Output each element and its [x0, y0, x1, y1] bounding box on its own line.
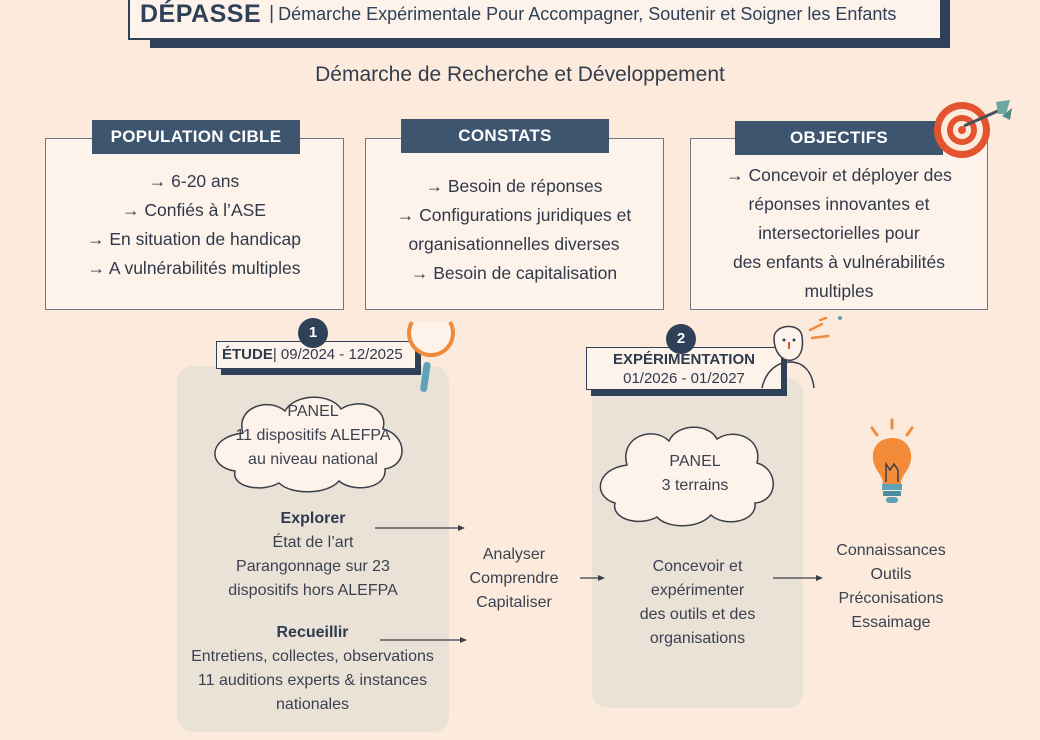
population-item: → Confiés à l’ASE — [122, 200, 266, 220]
phase1-number: 1 — [298, 318, 328, 348]
output-line: Outils — [870, 566, 912, 583]
output-line: Préconisations — [838, 590, 944, 607]
phase1-dates: 09/2024 - 12/2025 — [280, 346, 403, 363]
phase2-line: des outils et des — [639, 606, 756, 623]
output-line: Essaimage — [851, 614, 931, 631]
objectifs-title: OBJECTIFS — [735, 121, 943, 155]
constats-item: → Besoin de réponses — [425, 176, 603, 196]
objectifs-list: → Concevoir et déployer des réponses inn… — [691, 161, 987, 306]
constats-list: → Besoin de réponses → Configurations ju… — [366, 172, 662, 288]
recueillir-line: Entretiens, collectes, observations — [191, 648, 434, 665]
objectifs-item: → Concevoir et déployer des — [726, 165, 952, 185]
cloud-icon — [214, 396, 403, 493]
header-separator: | — [269, 3, 275, 24]
middle-block: Analyser Comprendre Capitaliser — [454, 543, 574, 615]
population-list: → 6-20 ans → Confiés à l’ASE → En situat… — [46, 167, 342, 283]
population-item: → En situation de handicap — [86, 229, 302, 249]
middle-line: Capitaliser — [476, 594, 552, 611]
phase2-line: expérimenter — [650, 582, 745, 599]
magnifier-icon — [407, 320, 455, 392]
panel-line: PANEL — [287, 403, 339, 420]
constats-box: → Besoin de réponses → Configurations ju… — [365, 138, 664, 310]
phase2-panel-text: PANEL 3 terrains — [605, 450, 785, 498]
objectifs-item: multiples — [804, 281, 874, 301]
objectifs-item: réponses innovantes et — [748, 194, 930, 214]
population-box: → 6-20 ans → Confiés à l’ASE → En situat… — [45, 138, 344, 310]
recueillir-block: Recueillir Entretiens, collectes, observ… — [170, 621, 455, 717]
constats-item: → Besoin de capitalisation — [410, 263, 618, 283]
phase1-panel-text: PANEL 11 dispositifs ALEFPA au niveau na… — [203, 400, 423, 472]
phase1-separator: | — [272, 346, 277, 363]
population-item: → 6-20 ans — [148, 171, 240, 191]
phase1-label: ÉTUDE — [222, 346, 273, 363]
population-title: POPULATION CIBLE — [92, 120, 300, 154]
outputs-block: Connaissances Outils Préconisations Essa… — [826, 539, 956, 635]
population-item: → A vulnérabilités multiples — [87, 258, 301, 278]
constats-title: CONSTATS — [401, 119, 609, 153]
objectifs-item: intersectorielles pour — [758, 223, 920, 243]
panel-line: 11 dispositifs ALEFPA — [235, 427, 391, 444]
phase2-line: organisations — [649, 630, 746, 647]
main-title: Démarche de Recherche et Développement — [315, 63, 725, 86]
middle-line: Comprendre — [469, 570, 559, 587]
recueillir-heading: Recueillir — [276, 624, 349, 641]
explorer-heading: Explorer — [280, 510, 346, 527]
constats-item: organisationnelles diverses — [408, 234, 620, 254]
phase2-line: Concevoir et — [652, 558, 743, 575]
person-thinking-icon — [761, 316, 842, 389]
objectifs-item: des enfants à vulnérabilités — [732, 252, 946, 272]
constats-item: → Configurations juridiques et — [396, 205, 632, 225]
phase2-block: Concevoir et expérimenter des outils et … — [600, 555, 795, 651]
lightbulb-icon — [870, 418, 914, 503]
explorer-line: État de l’art — [272, 534, 354, 551]
output-line: Connaissances — [836, 542, 946, 559]
cloud-icon — [599, 426, 774, 527]
header-banner: DÉPASSE | Démarche Expérimentale Pour Ac… — [128, 0, 942, 40]
panel-line: au niveau national — [248, 451, 378, 468]
phase2-number: 2 — [666, 324, 696, 354]
objectifs-box: → Concevoir et déployer des réponses inn… — [690, 138, 988, 310]
phase2-dates: 01/2026 - 01/2027 — [623, 370, 745, 387]
middle-line: Analyser — [482, 546, 546, 563]
recueillir-line: nationales — [276, 696, 349, 713]
panel-line: PANEL — [669, 453, 721, 470]
explorer-line: Parangonnage sur 23 — [236, 558, 390, 575]
phase2-header: EXPÉRIMENTATION 01/2026 - 01/2027 — [586, 347, 782, 390]
phase2-label: EXPÉRIMENTATION — [613, 351, 755, 368]
explorer-line: dispositifs hors ALEFPA — [228, 582, 398, 599]
header-subtitle: Démarche Expérimentale Pour Accompagner,… — [278, 3, 897, 24]
target-icon — [934, 100, 1012, 158]
explorer-block: Explorer État de l’art Parangonnage sur … — [180, 507, 446, 603]
panel-line: 3 terrains — [661, 477, 729, 494]
brand-title: DÉPASSE — [140, 0, 262, 28]
recueillir-line: 11 auditions experts & instances — [197, 672, 428, 689]
